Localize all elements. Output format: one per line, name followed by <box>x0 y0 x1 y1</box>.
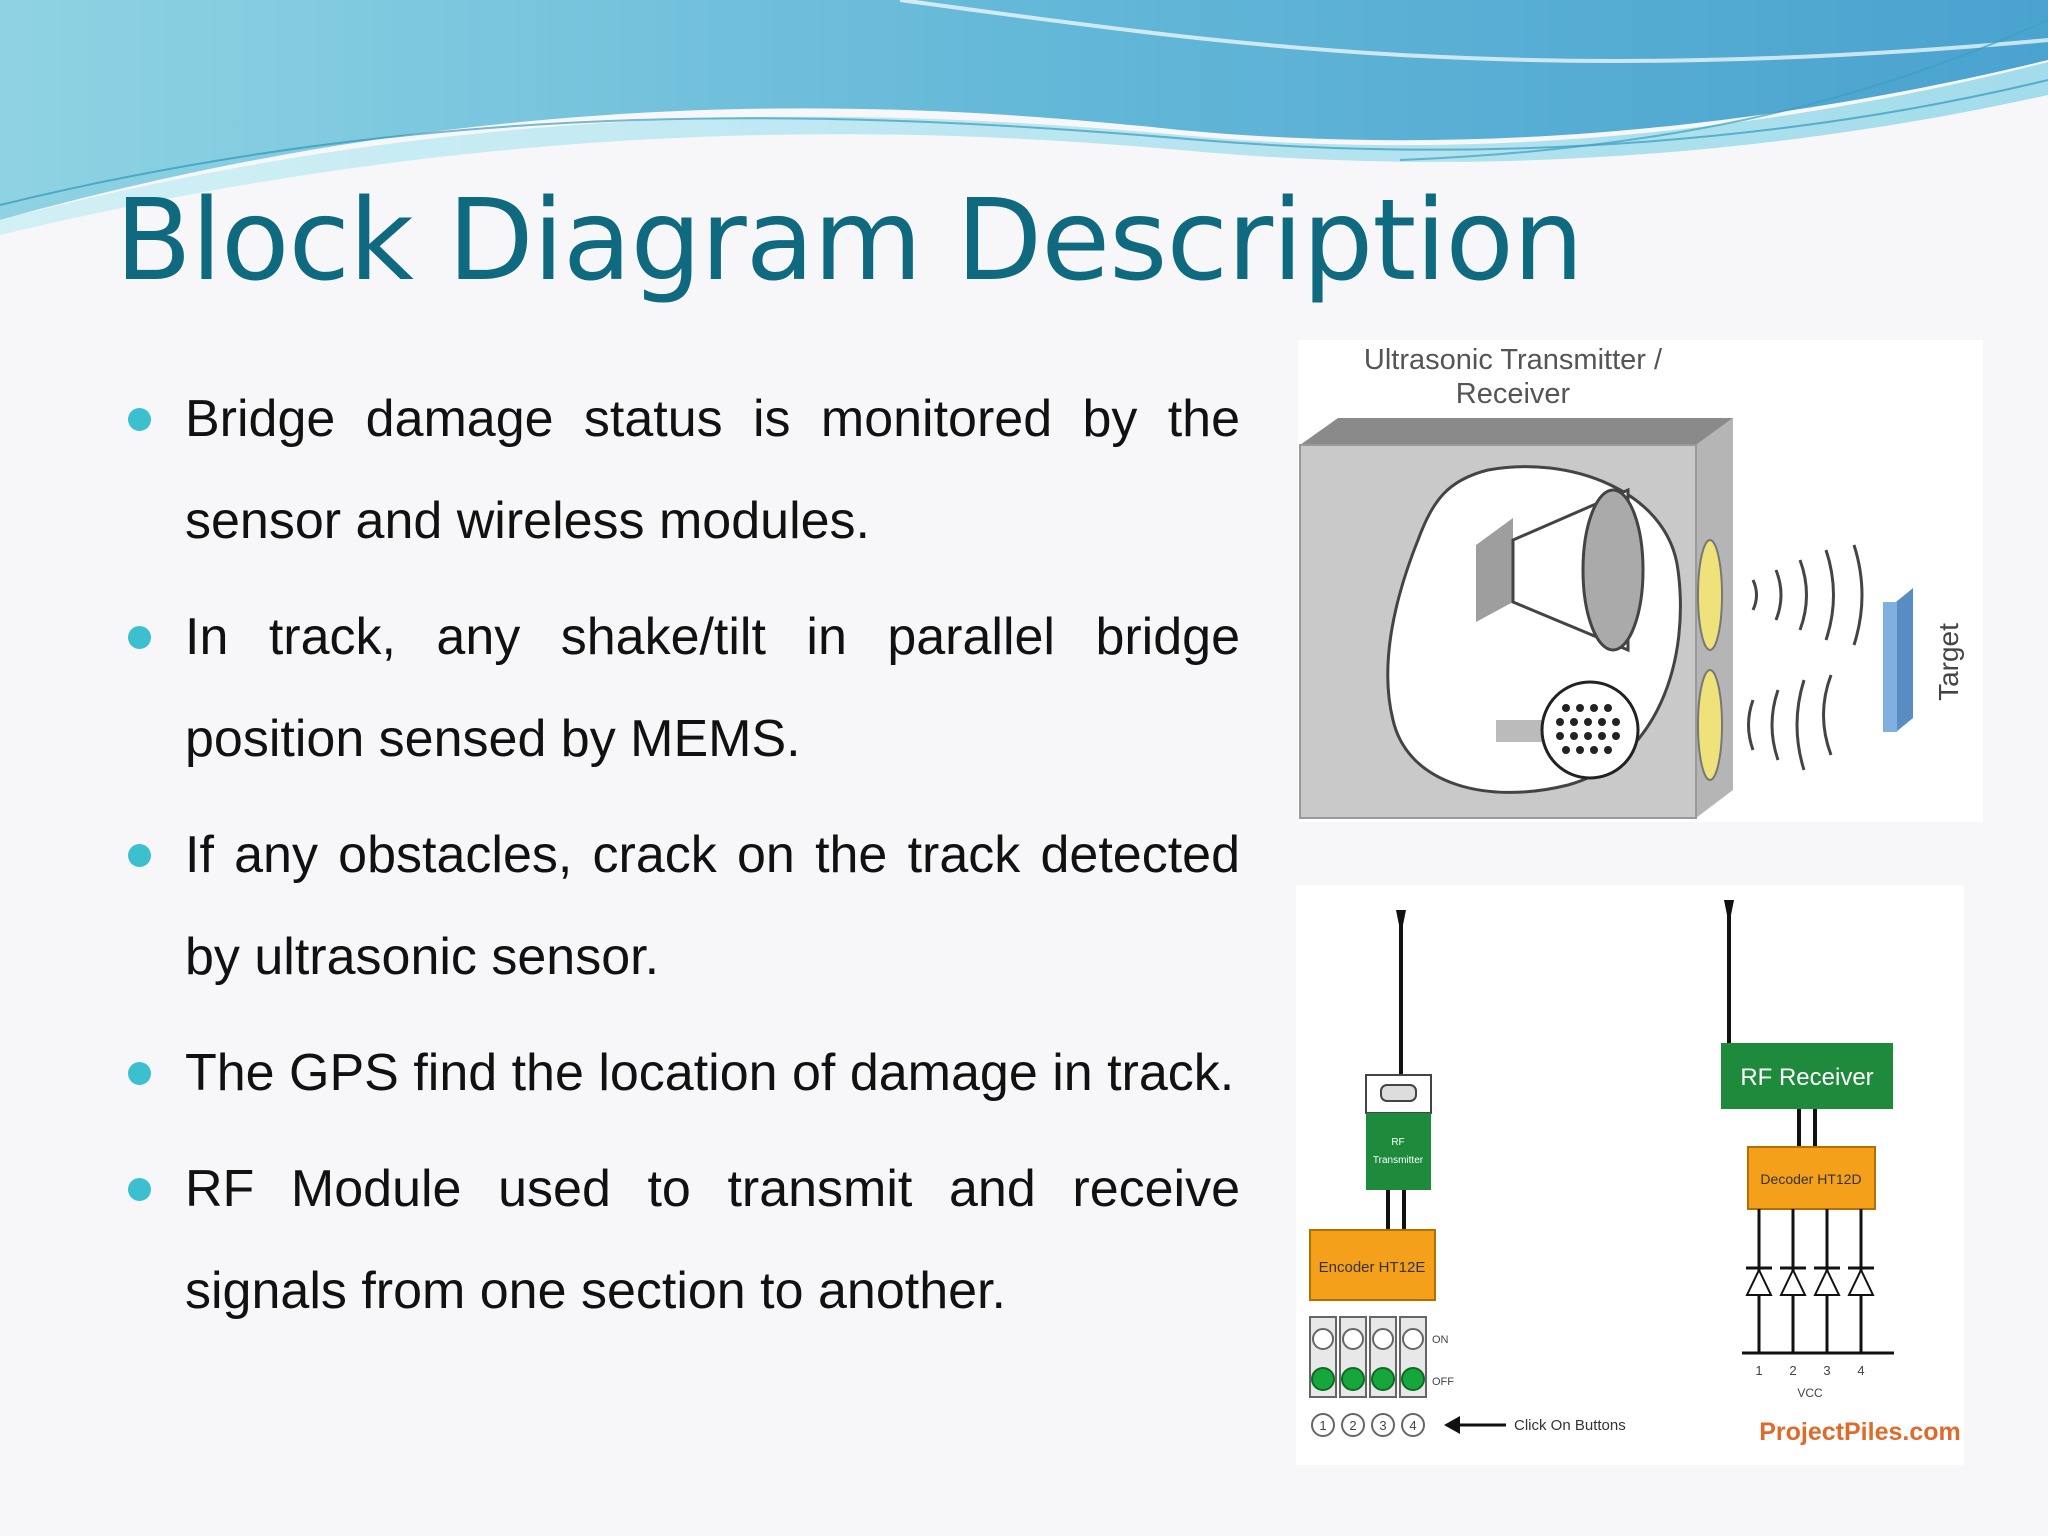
target-label: Target <box>1933 623 1964 701</box>
button-number: 2 <box>1349 1418 1356 1433</box>
bullet-item: In track, any shake/tilt in parallel bri… <box>128 586 1240 790</box>
output-number: 4 <box>1857 1363 1864 1378</box>
decoder-chip <box>1747 1146 1876 1210</box>
transmitter-indicator <box>1380 1084 1417 1102</box>
bullet-list: Bridge damage status is monitored by the… <box>128 368 1240 1356</box>
returning-waves-icon <box>1747 674 1833 771</box>
bullet-item: Bridge damage status is monitored by the… <box>128 368 1240 572</box>
rf-receiver-label: RF Receiver <box>1740 1064 1873 1091</box>
decoder-label: Decoder HT12D <box>1760 1171 1861 1187</box>
receiver-grill-icon <box>1540 680 1640 780</box>
slide-title: Block Diagram Description <box>115 176 1584 306</box>
output-number: 2 <box>1789 1363 1796 1378</box>
button-number: 1 <box>1319 1418 1326 1433</box>
button-number: 3 <box>1379 1418 1386 1433</box>
on-label: ON <box>1432 1334 1449 1346</box>
rf-module-figure: RF Transmitter Encoder HT12E ON OFF 1 2 … <box>1296 885 1964 1465</box>
target-face <box>1883 602 1897 732</box>
bullet-item: The GPS find the location of damage in t… <box>128 1022 1240 1124</box>
receiver-antenna-icon <box>1724 900 1734 1043</box>
header-wave <box>0 0 2048 235</box>
sensor-box-top <box>1300 418 1733 445</box>
bullet-dot-icon <box>128 844 151 867</box>
bullet-dot-icon <box>128 408 151 431</box>
bullet-dot-icon <box>128 626 151 649</box>
click-on-buttons-label: Click On Buttons <box>1514 1417 1626 1434</box>
ultrasonic-sensor-figure: Ultrasonic Transmitter / Receiver Target <box>1298 340 1983 822</box>
button-off-ring-icons <box>1312 1328 1424 1350</box>
rf-receiver-module <box>1721 1043 1893 1109</box>
vcc-label: VCC <box>1797 1386 1823 1400</box>
target-block <box>1896 588 1913 732</box>
transmitter-diaphragm <box>1581 488 1645 652</box>
off-label: OFF <box>1432 1376 1454 1388</box>
transmitter-label-line1: RF <box>1391 1137 1404 1148</box>
bullet-text: RF Module used to transmit and receive s… <box>185 1160 1240 1320</box>
bullet-item: If any obstacles, crack on the track det… <box>128 804 1240 1008</box>
button-on-led-icons <box>1311 1367 1425 1391</box>
bullet-text: If any obstacles, crack on the track det… <box>185 826 1240 986</box>
left-arrow-icon <box>1444 1416 1506 1434</box>
ultrasonic-caption-line1: Ultrasonic Transmitter / <box>1364 344 1663 376</box>
ultrasonic-caption-line2: Receiver <box>1456 378 1571 410</box>
encoder-label: Encoder HT12E <box>1319 1259 1426 1276</box>
bullet-text: In track, any shake/tilt in parallel bri… <box>185 608 1240 768</box>
button-number: 4 <box>1409 1418 1416 1433</box>
projectpiles-watermark: ProjectPiles.com <box>1759 1418 1960 1446</box>
transmitter-label-line2: Transmitter <box>1373 1155 1424 1166</box>
rf-transmitter-module <box>1366 1113 1431 1190</box>
button-number-circles <box>1311 1413 1425 1437</box>
bullet-item: RF Module used to transmit and receive s… <box>128 1138 1240 1342</box>
transmitter-block <box>1476 518 1513 622</box>
outgoing-waves-icon <box>1751 544 1864 646</box>
encoder-chip <box>1309 1229 1436 1301</box>
output-number: 3 <box>1823 1363 1830 1378</box>
led-diode-icons <box>1745 1267 1875 1296</box>
transducer-top <box>1697 539 1723 651</box>
bullet-text: The GPS find the location of damage in t… <box>185 1044 1235 1102</box>
receiver-grill-dots <box>1556 704 1620 754</box>
bullet-text: Bridge damage status is monitored by the… <box>185 390 1240 550</box>
transducer-bottom <box>1697 669 1723 781</box>
bullet-dot-icon <box>128 1178 151 1201</box>
output-number: 1 <box>1755 1363 1762 1378</box>
transmitter-antenna-icon <box>1396 910 1406 1075</box>
bullet-dot-icon <box>128 1062 151 1085</box>
